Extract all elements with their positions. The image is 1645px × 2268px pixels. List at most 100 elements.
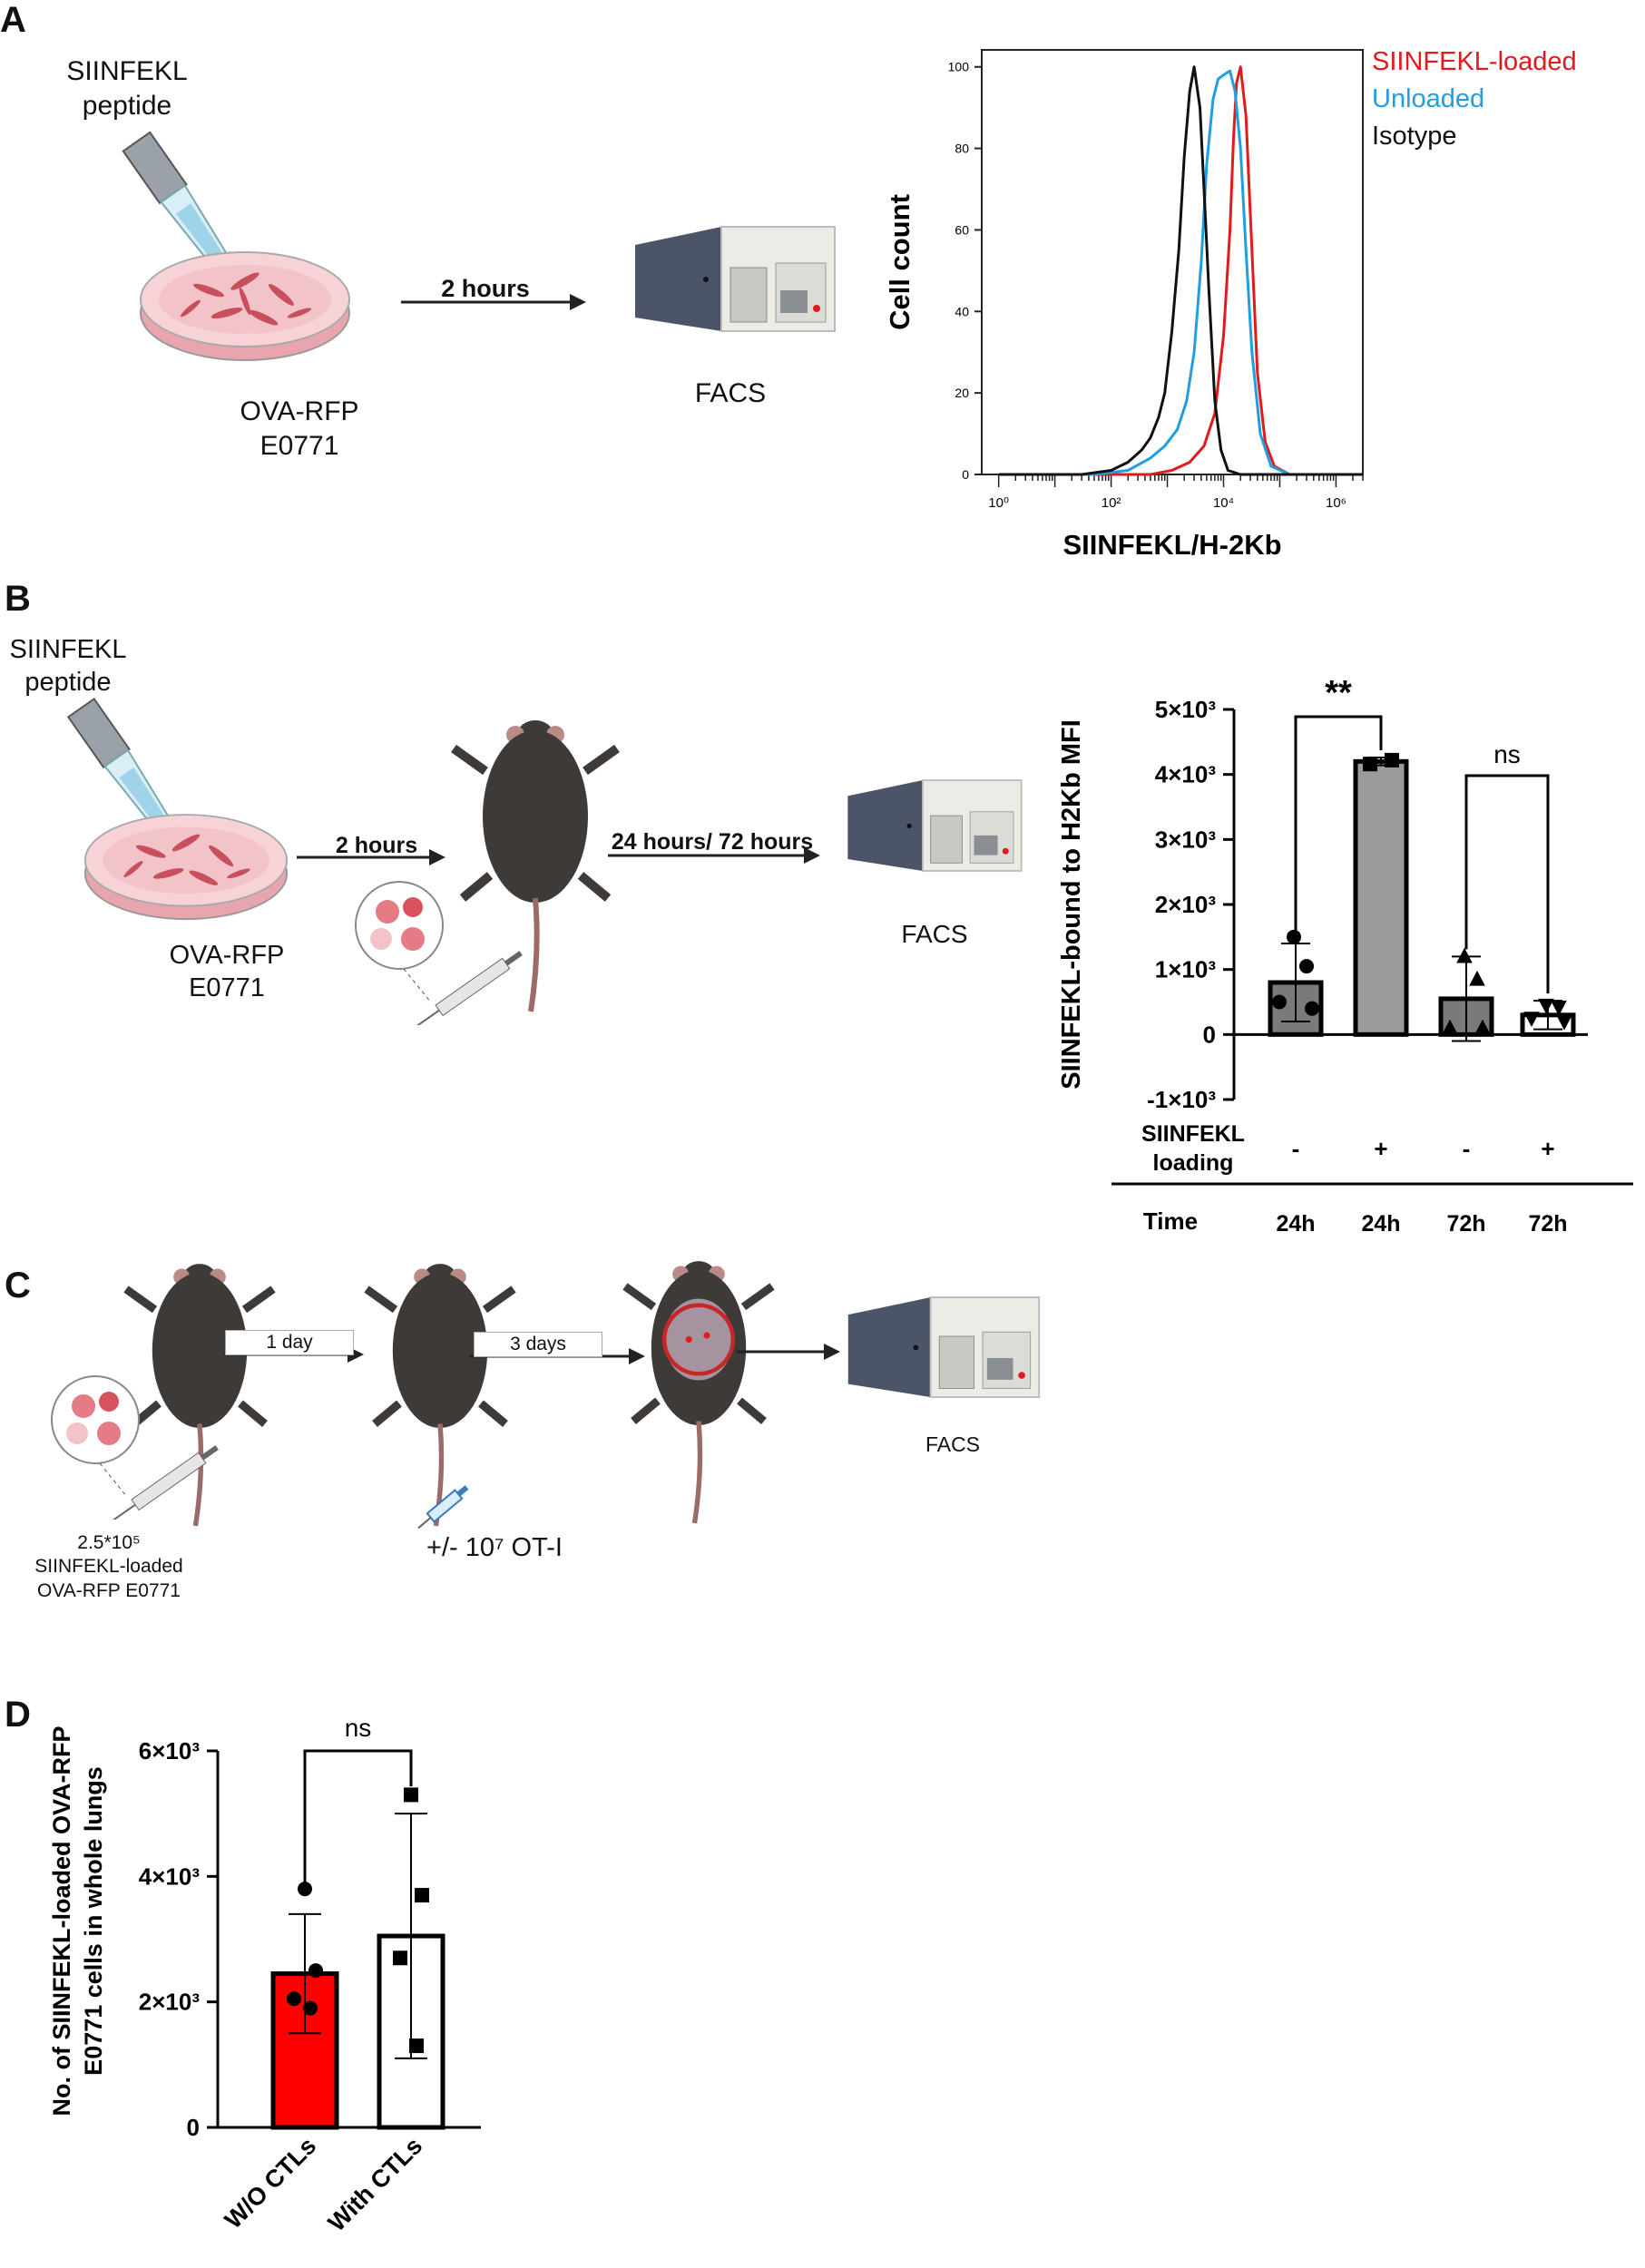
y-tick-label: -1×10³ xyxy=(1147,1086,1216,1113)
cell-label-a: OVA-RFP E0771 xyxy=(240,396,359,461)
significance-label: ** xyxy=(1325,674,1352,712)
significance-bracket xyxy=(1294,715,1383,936)
data-point xyxy=(404,1787,418,1803)
facs-machine-icon-a xyxy=(635,226,836,332)
mouse-illustration-c1 xyxy=(123,1264,276,1527)
arrow-label-a: 2 hours xyxy=(441,275,530,302)
y-tick-label: 4×10³ xyxy=(139,1862,201,1890)
y-tick-label: 0 xyxy=(962,467,969,482)
loading-label: - xyxy=(1292,1135,1300,1162)
data-point xyxy=(1287,929,1301,944)
data-point xyxy=(1556,1014,1572,1031)
data-point xyxy=(1442,1019,1458,1035)
y-tick-label: 4×10³ xyxy=(1155,761,1217,788)
y-tick-label: 5×10³ xyxy=(1155,696,1217,723)
row-label-loading-1: SIINFEKL xyxy=(1141,1121,1245,1147)
y-axis-label: Cell count xyxy=(884,194,916,330)
legend-entry-isotype: Isotype xyxy=(1372,122,1457,151)
cells-bubble-syringe-b xyxy=(355,881,523,1025)
significance-bracket xyxy=(303,1749,413,1887)
arrow-label-c1: 1 day xyxy=(225,1330,354,1355)
data-point xyxy=(409,2038,424,2054)
data-point xyxy=(1523,1012,1540,1028)
data-point xyxy=(1385,752,1399,767)
data-point xyxy=(1474,1019,1491,1035)
data-point xyxy=(287,1991,301,2007)
peptide-label-b: SIINFEKL peptide xyxy=(9,635,127,698)
y-tick-label: 80 xyxy=(955,142,969,156)
row-label-loading-2: loading xyxy=(1153,1150,1234,1176)
y-axis-label: SIINFEKL-bound to H2Kb MFI xyxy=(1057,719,1086,1090)
panel-b-letter: B xyxy=(5,579,31,619)
y-tick-label: 60 xyxy=(955,222,969,237)
x-tick-label: With CTLs xyxy=(323,2132,427,2236)
histogram-frame xyxy=(981,49,1364,475)
arrow-label-b1: 2 hours xyxy=(335,833,418,858)
cell-label-b: OVA-RFP E0771 xyxy=(169,941,285,1003)
injection-label-c: 2.5*10⁵ SIINFEKL-loaded OVA-RFP E0771 xyxy=(34,1532,183,1601)
y-axis-label-2: E0771 cells in whole lungs xyxy=(80,1766,107,2076)
y-tick-label: 6×10³ xyxy=(139,1737,201,1765)
data-point xyxy=(1551,1001,1567,1016)
data-point xyxy=(1469,970,1485,986)
data-point xyxy=(1538,998,1554,1014)
mouse-illustration-c2 xyxy=(364,1264,516,1527)
y-tick-label: 0 xyxy=(187,2114,200,2141)
panel-a-letter: A xyxy=(0,0,26,40)
x-axis-label: SIINFEKL/H-2Kb xyxy=(1062,529,1281,561)
data-point xyxy=(1305,1001,1319,1016)
data-point xyxy=(1299,959,1314,974)
data-point xyxy=(308,1963,323,1979)
arrow-b2 xyxy=(608,847,820,864)
facs-machine-icon-b xyxy=(847,779,1023,872)
data-point xyxy=(303,2000,318,2016)
bar-2 xyxy=(1353,758,1409,1037)
y-tick-label: 0 xyxy=(1203,1021,1216,1048)
significance-bracket xyxy=(1464,774,1550,994)
arrow-label-b2: 24 hours/ 72 hours xyxy=(611,829,814,855)
y-tick-label: 3×10³ xyxy=(1155,826,1217,853)
x-tick-label: 10² xyxy=(1102,495,1121,511)
loading-label: + xyxy=(1374,1135,1387,1162)
panel-d-letter: D xyxy=(5,1695,31,1735)
series-line-isotype xyxy=(998,65,1363,476)
arrow-label-c2: 3 days xyxy=(474,1332,602,1357)
y-tick-label: 100 xyxy=(948,60,970,74)
y-tick-label: 1×10³ xyxy=(1155,956,1217,983)
y-tick-label: 40 xyxy=(955,304,969,318)
series-line-unloaded xyxy=(998,69,1363,476)
legend-entry-unloaded: Unloaded xyxy=(1372,84,1484,113)
cells-bubble-syringe-c xyxy=(51,1375,219,1520)
significance-label: ns xyxy=(1493,740,1521,768)
significance-label: ns xyxy=(345,1714,372,1742)
facs-label-b: FACS xyxy=(901,920,968,948)
arrow-a xyxy=(401,294,586,310)
pipette-dish-illustration-a xyxy=(122,131,350,361)
legend-entry-siinfekl-loaded: SIINFEKL-loaded xyxy=(1372,47,1577,76)
syringe-icon-otl xyxy=(417,1485,469,1530)
x-tick-label: W/O CTLs xyxy=(220,2132,321,2234)
time-label: 24h xyxy=(1361,1211,1400,1237)
time-label: 72h xyxy=(1446,1211,1485,1237)
mouse-lungs-illustration-c3 xyxy=(622,1261,775,1524)
data-point xyxy=(393,1950,407,1966)
x-tick-label: 10⁴ xyxy=(1213,495,1234,511)
x-tick-label: 10⁰ xyxy=(988,495,1009,511)
facs-label-c: FACS xyxy=(925,1432,981,1456)
mouse-illustration-b xyxy=(451,720,620,1012)
bar-chart-b: -1×10³ 0 1×10³ 2×10³ 3×10³ 4×10³ 5×10³ - 24h +24h… xyxy=(1057,674,1633,1237)
facs-label-a: FACS xyxy=(694,378,767,408)
loading-label: + xyxy=(1541,1135,1554,1162)
data-point xyxy=(1456,947,1473,963)
y-tick-label: 2×10³ xyxy=(1155,891,1217,918)
time-label: 24h xyxy=(1276,1211,1315,1237)
y-tick-label: 2×10³ xyxy=(139,1989,201,2016)
time-label: 72h xyxy=(1528,1211,1567,1237)
data-point xyxy=(298,1882,312,1897)
y-axis-label-1: No. of SIINFEKL-loaded OVA-RFP xyxy=(48,1726,75,2116)
data-point xyxy=(1363,757,1377,772)
data-point xyxy=(415,1888,429,1903)
arrow-c3 xyxy=(737,1344,840,1360)
